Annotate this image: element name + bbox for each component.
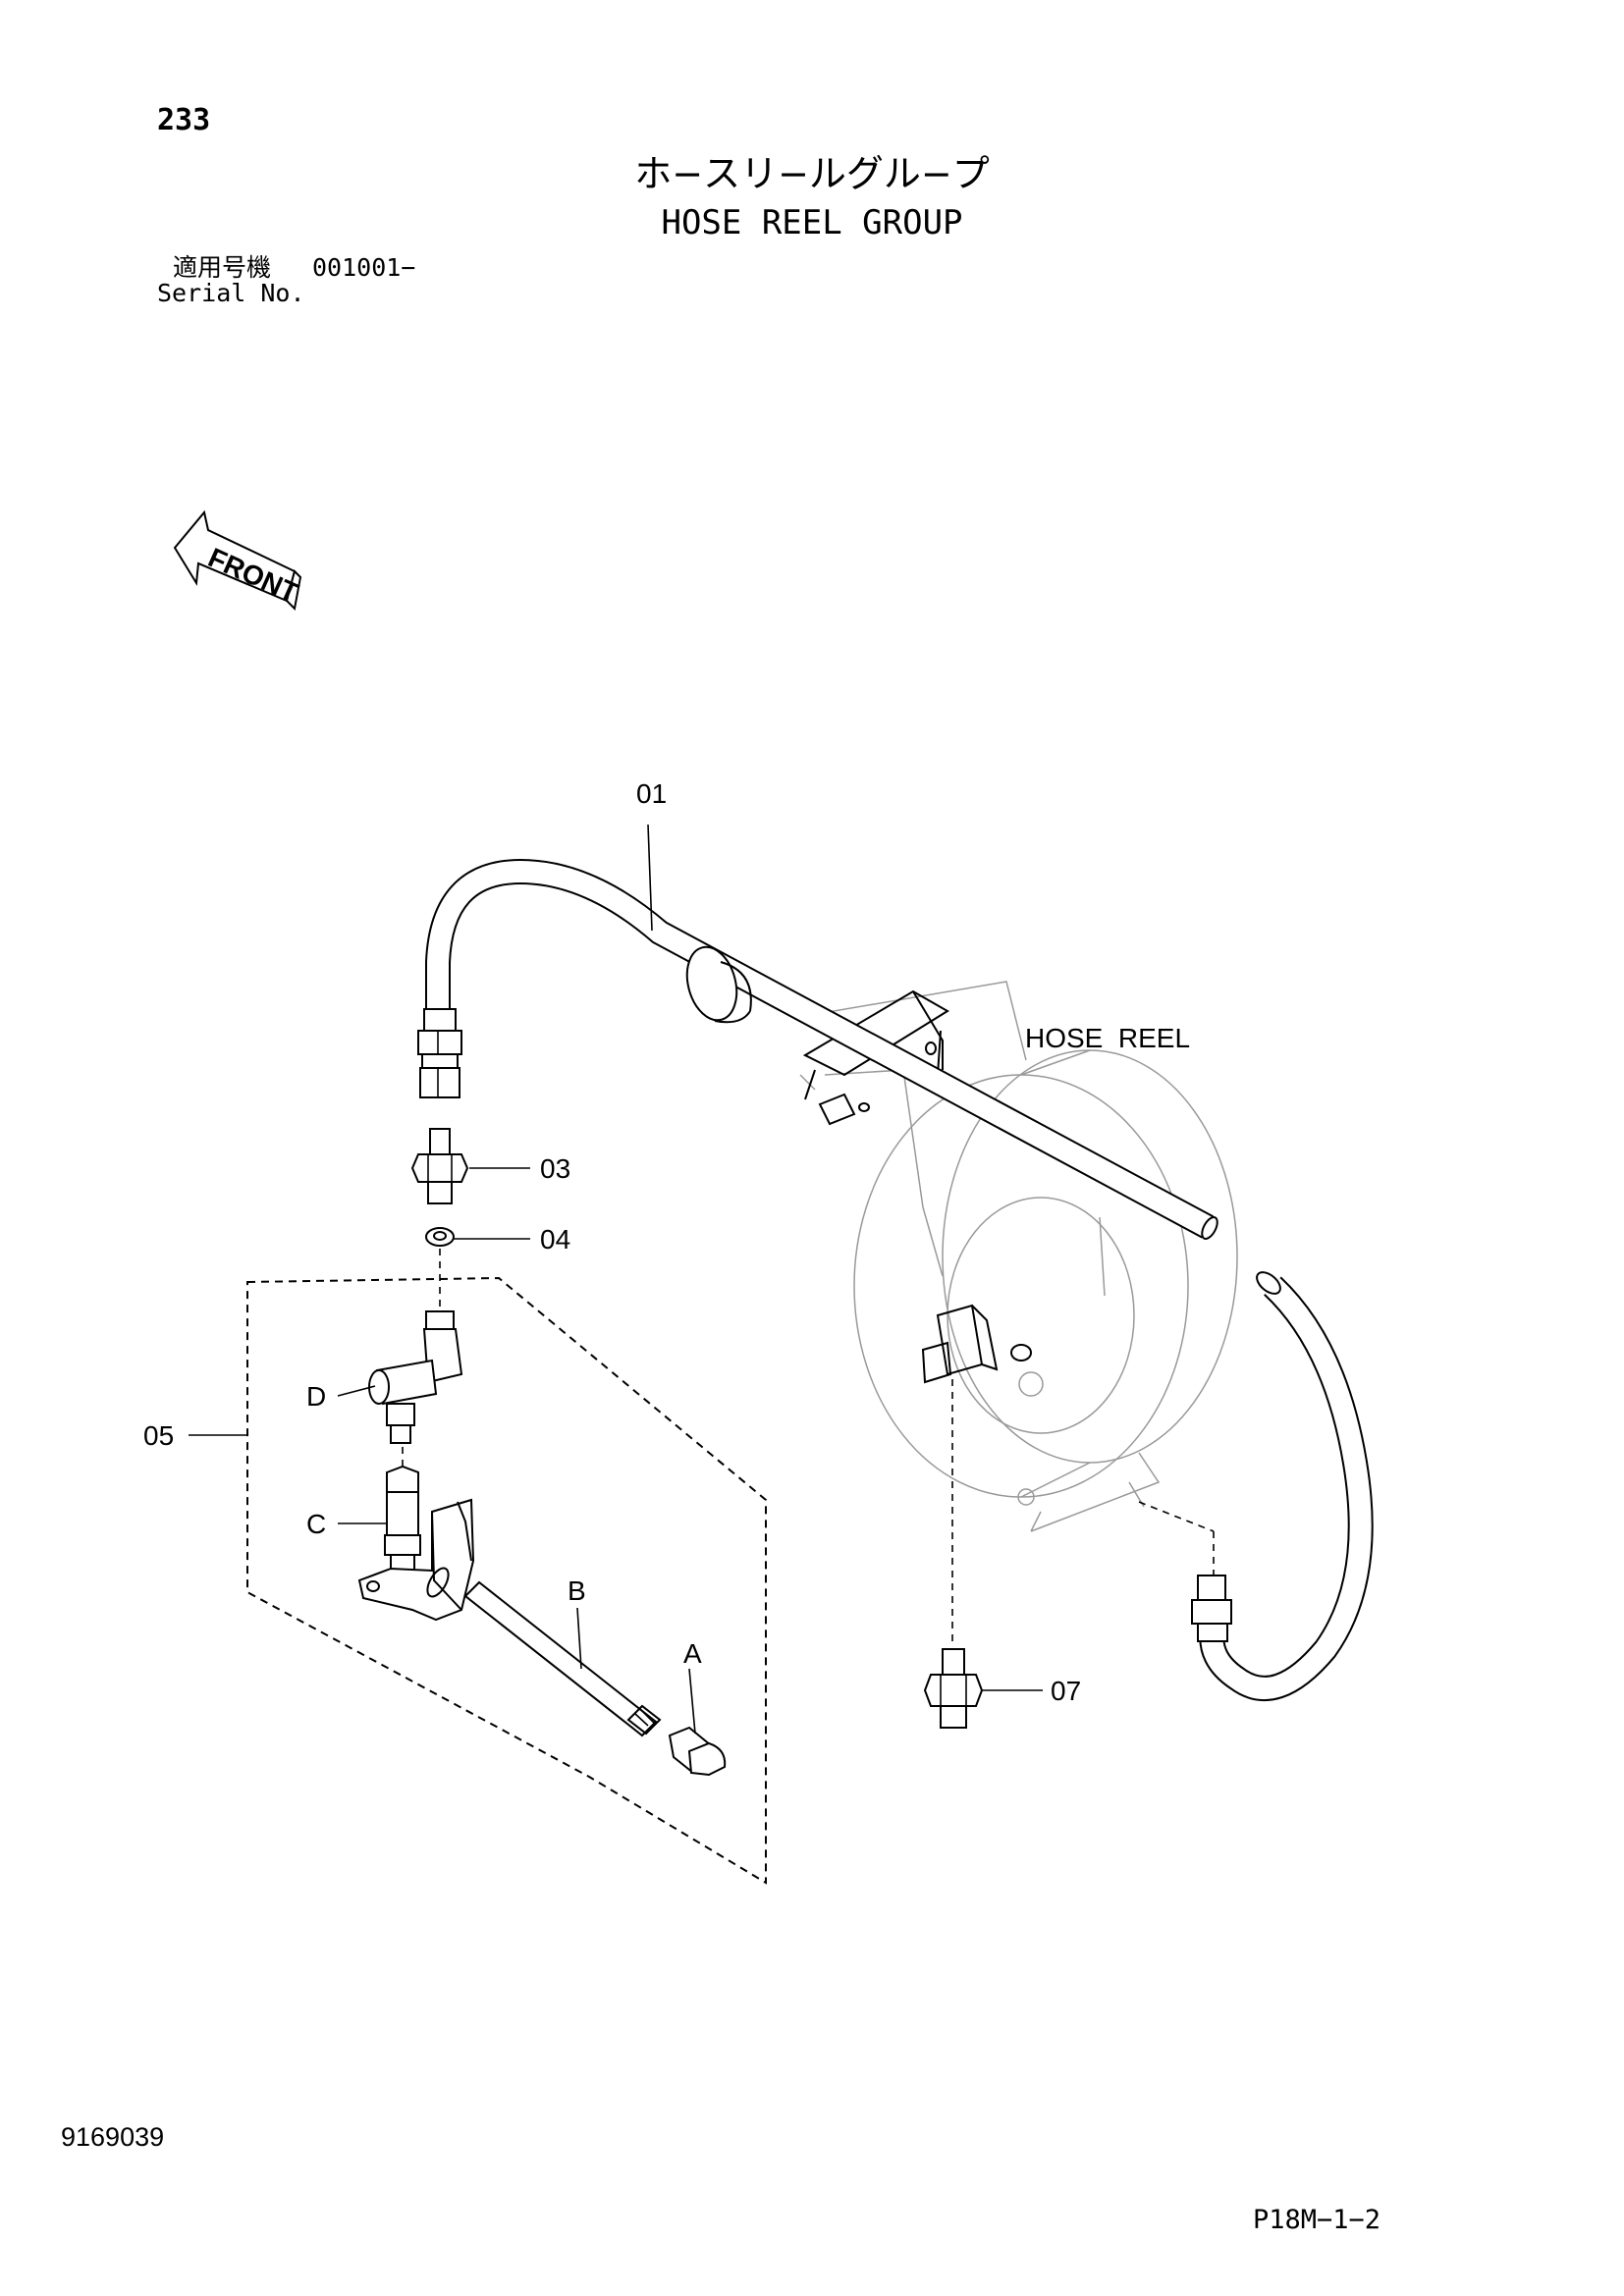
callout-07: 07: [1051, 1676, 1081, 1706]
serial-number-value: 001001−: [312, 253, 416, 282]
leader-lines: [189, 824, 1215, 1735]
callout-d: D: [306, 1381, 326, 1412]
cap-part-a: [668, 1726, 727, 1777]
drawing-number: 9169039: [61, 2122, 165, 2152]
serial-label-japanese: 適用号機: [173, 253, 272, 282]
callout-05: 05: [143, 1420, 174, 1451]
callout-03: 03: [540, 1153, 570, 1184]
title-japanese: ホ−スリ−ルグル−プ: [634, 152, 990, 195]
adapter-part-c: [384, 1465, 421, 1574]
hose-reel-icon: [799, 981, 1238, 1532]
washer-part-04: [425, 1227, 455, 1247]
callout-b: B: [568, 1575, 586, 1606]
callout-04: 04: [540, 1224, 570, 1255]
title-english: HOSE REEL GROUP: [661, 203, 963, 242]
serial-label-english: Serial No.: [157, 279, 305, 307]
hose-part-01: [417, 858, 1218, 1240]
rod-part-b: [463, 1580, 662, 1737]
callout-a: A: [683, 1638, 702, 1669]
front-arrow-icon: FRONT: [173, 509, 302, 612]
hose-lower-right: [1191, 1271, 1374, 1701]
mounting-bracket: [357, 1498, 475, 1622]
kit-05-boundary: [246, 1276, 767, 1885]
callout-c: C: [306, 1509, 326, 1539]
callout-01: 01: [636, 778, 667, 809]
page-number: 233: [157, 103, 211, 137]
elbow-part-d: [368, 1310, 463, 1444]
hose-reel-label: HOSE REEL: [1025, 1023, 1190, 1053]
fitting-part-03: [410, 1128, 469, 1204]
sheet-reference: P18M−1−2: [1253, 2205, 1381, 2235]
fitting-part-07: [923, 1648, 984, 1729]
